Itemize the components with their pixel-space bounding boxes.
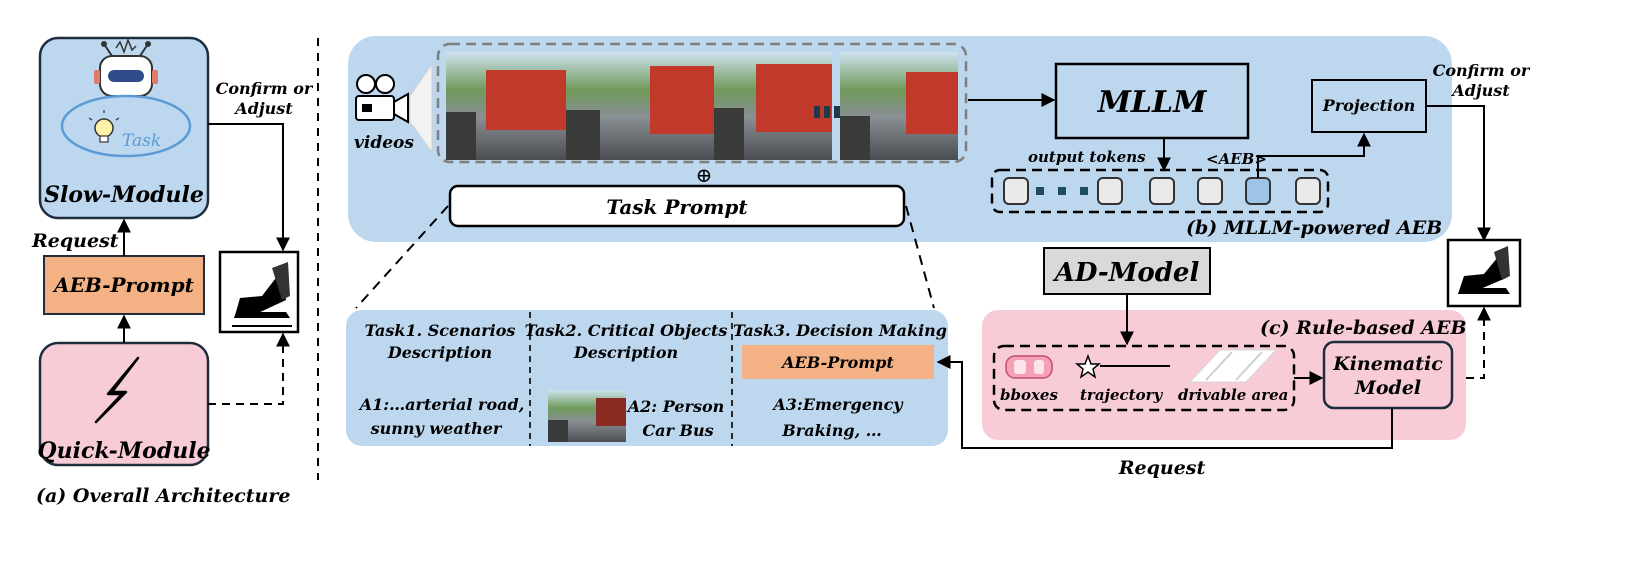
adjust-label-a: Adjust (233, 99, 293, 118)
lightning-icon (94, 356, 140, 424)
token-aeb (1245, 177, 1271, 205)
task1-answer-1: A1:…arterial road, (358, 395, 525, 414)
star-icon (1074, 353, 1102, 379)
arrow-kinematic-to-pedal (1466, 306, 1491, 379)
task2-answer-2: Car Bus (642, 421, 713, 440)
task-label: Task (122, 131, 161, 151)
task-prompt-label: Task Prompt (606, 195, 748, 219)
projection-label: Projection (1322, 96, 1416, 115)
task3-prompt-box (742, 345, 934, 379)
task3-title: Task3. Decision Making (733, 321, 947, 340)
task3-answer-2: Braking, … (781, 421, 881, 440)
token-2 (1097, 177, 1123, 205)
car-icon (1005, 355, 1053, 379)
arrow-projection-to-pedal (1426, 105, 1491, 242)
slow-module-label: Slow-Module (44, 182, 204, 208)
output-tokens-group (990, 168, 1330, 214)
task-panel-box (346, 310, 948, 446)
robot-icon (94, 37, 158, 97)
token-dot-1 (1036, 187, 1044, 195)
video-frame-1 (446, 52, 566, 160)
arrow-slow-to-pedal (208, 123, 290, 252)
zoom-line-right (905, 205, 935, 309)
task-panel: Task1. Scenarios Description A1:…arteria… (346, 310, 948, 446)
confirm-or-label-a: Confirm or (216, 79, 314, 98)
video-frame-3 (714, 52, 832, 160)
arrow-aeb-to-projection (1257, 132, 1371, 178)
arrow-quick-to-pedal (208, 332, 290, 405)
ad-model-label: AD-Model (1052, 258, 1200, 288)
adjust-label-b: Adjust (1450, 81, 1510, 100)
kinematic-label-2: Model (1354, 377, 1421, 399)
aeb-token-label: <AEB> (1206, 150, 1267, 168)
request-label-c: Request (1118, 457, 1206, 479)
aeb-prompt-box (43, 255, 205, 315)
ellipsis-marks (814, 106, 840, 118)
panel-a: Task Slow-Module AEB-Prompt Quick-Module… (31, 36, 314, 507)
task2-answer-1: A2: Person (626, 397, 725, 416)
token-1 (1003, 177, 1029, 205)
videos-label: videos (354, 133, 414, 153)
output-tokens-label: output tokens (1028, 148, 1146, 166)
video-projection-shape (409, 62, 433, 154)
task1-answer-2: sunny weather (370, 419, 503, 438)
panel-c: AD-Model (c) Rule-based AEB bboxes traje… (936, 247, 1491, 479)
lightbulb-icon (88, 110, 120, 143)
arrow-kinematic-to-task3 (936, 355, 1393, 449)
request-label-a: Request (31, 230, 119, 252)
bboxes-label: bboxes (1000, 386, 1058, 404)
plus-symbol: ⊕ (696, 163, 713, 187)
task1-title-2: Description (387, 343, 492, 362)
zoom-line-left (355, 205, 449, 309)
task3-answer-1: A3:Emergency (771, 395, 904, 414)
video-camera-icon (355, 74, 409, 124)
video-frame-2 (566, 52, 714, 160)
kinematic-model-box (1322, 340, 1454, 410)
drivable-area-label: drivable area (1178, 386, 1288, 404)
token-dot-3 (1080, 187, 1088, 195)
token-dot-2 (1058, 187, 1066, 195)
ad-model-box (1043, 247, 1211, 295)
drivable-area-icon (1188, 349, 1278, 383)
task2-title-2: Description (573, 343, 678, 362)
brake-pedal-icon-a (218, 250, 300, 334)
trajectory-label: trajectory (1080, 386, 1163, 404)
token-5 (1295, 177, 1321, 205)
perception-inputs-group (992, 344, 1296, 412)
task-ellipse (60, 94, 192, 158)
video-frame-4 (840, 52, 958, 160)
brake-pedal-icon-b (1446, 238, 1522, 308)
token-3 (1149, 177, 1175, 205)
aeb-prompt-label: AEB-Prompt (52, 273, 194, 297)
task-prompt-box (448, 184, 906, 228)
kinematic-label-1: Kinematic (1332, 353, 1443, 375)
token-4 (1197, 177, 1223, 205)
task3-prompt-label: AEB-Prompt (780, 353, 894, 372)
task2-thumbnail (548, 390, 626, 442)
mllm-box (1054, 62, 1250, 140)
quick-module-label: Quick-Module (37, 438, 210, 464)
caption-c: (c) Rule-based AEB (1260, 317, 1467, 339)
mllm-label: MLLM (1097, 85, 1207, 120)
caption-a: (a) Overall Architecture (36, 485, 290, 507)
task2-title-1: Task2. Critical Objects (525, 321, 728, 340)
panel-b: videos ⊕ Task P (348, 36, 1531, 242)
task1-title-1: Task1. Scenarios (365, 321, 516, 340)
video-frames-group (436, 42, 968, 164)
confirm-or-label-b: Confirm or (1433, 61, 1531, 80)
caption-b: (b) MLLM-powered AEB (1186, 217, 1442, 239)
